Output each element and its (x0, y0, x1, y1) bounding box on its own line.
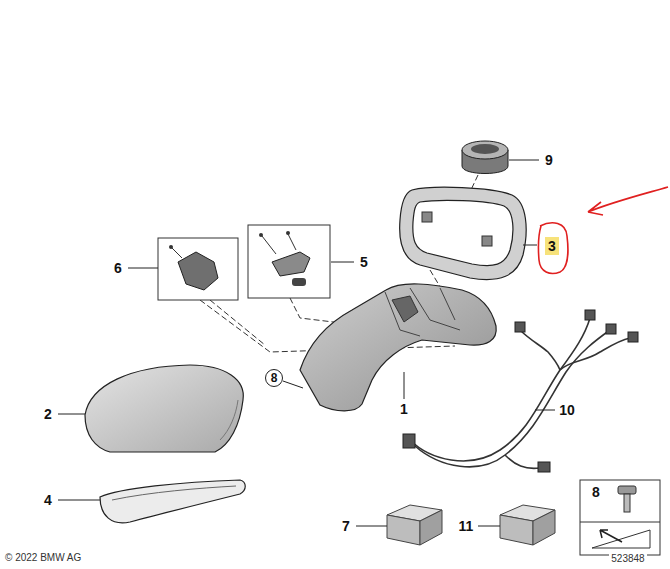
callout-number: 3 (545, 237, 559, 255)
callout-number: 7 (340, 518, 352, 534)
callout-number: 8 (590, 484, 602, 500)
copyright-note: © 2022 BMW AG (3, 550, 83, 566)
callout-number: 8 (265, 369, 283, 387)
drawing-number: 523848 (609, 551, 646, 567)
callout-number: 9 (543, 152, 555, 168)
callout-number: 4 (42, 492, 54, 508)
callout-number: 11 (457, 518, 476, 534)
callout-number: 2 (42, 406, 54, 422)
callout-number: 6 (112, 260, 124, 276)
callout-number: 1 (398, 401, 410, 417)
callout-number: 10 (557, 402, 577, 418)
callout-number: 5 (358, 254, 370, 270)
